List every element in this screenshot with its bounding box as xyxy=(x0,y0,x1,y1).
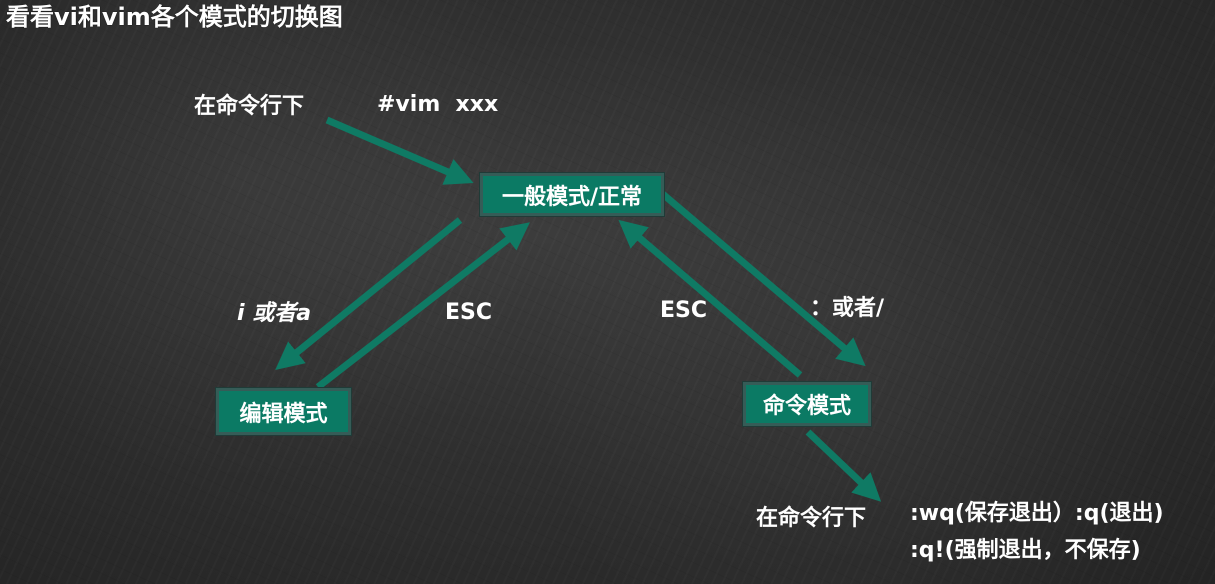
node-command-mode: 命令模式 xyxy=(743,382,871,426)
arrow-command-to-end xyxy=(805,429,882,502)
label-cmdline-start: 在命令行下 xyxy=(194,94,305,119)
label-force-quit: :q!(强制退出，不保存) xyxy=(910,538,1141,563)
node-normal-mode: 一般模式/正常 xyxy=(480,173,664,216)
label-colon-or-slash: ：或者/ xyxy=(810,296,885,321)
diagram-title: 看看vi和vim各个模式的切换图 xyxy=(6,3,343,31)
arrow-command-to-normal xyxy=(618,219,803,378)
label-cmdline-end: 在命令行下 xyxy=(756,506,867,531)
label-esc-left: ESC xyxy=(445,300,493,325)
arrow-normal-to-edit xyxy=(275,217,463,370)
label-save-quit: :wq(保存退出）:q(退出) xyxy=(910,501,1164,526)
label-i-or-a: i 或者a xyxy=(237,301,312,326)
arrow-normal-to-command xyxy=(655,187,866,367)
label-vim-command: #vim xxx xyxy=(377,92,499,117)
node-edit-mode: 编辑模式 xyxy=(216,388,351,435)
label-esc-right: ESC xyxy=(660,298,708,323)
arrow-start-to-normal xyxy=(325,116,474,185)
arrow-edit-to-normal xyxy=(315,222,530,390)
